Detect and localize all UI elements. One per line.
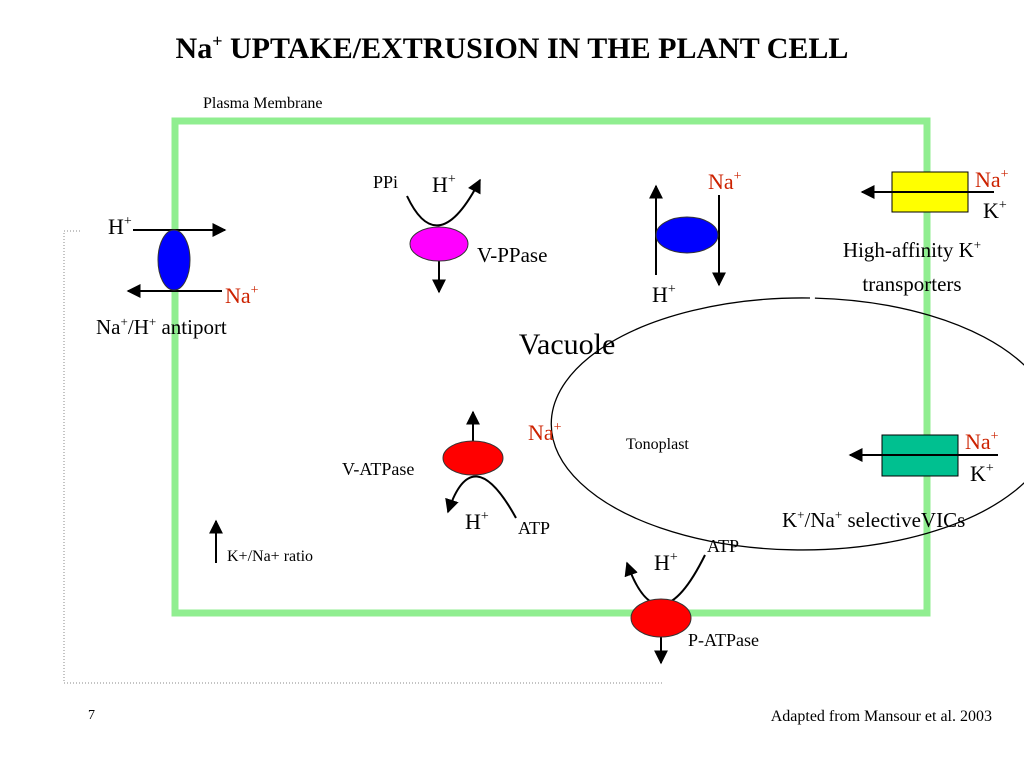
vacuole-label: Vacuole	[519, 328, 616, 361]
tonoplast-label: Tonoplast	[626, 436, 689, 453]
p-atpase-atp-label: ATP	[707, 536, 739, 556]
p-atpase: H+ ATP P-ATPase	[624, 536, 759, 665]
vics-na-label: Na+	[965, 429, 999, 454]
vacuolar-h-label: H+	[652, 282, 676, 307]
v-atpase: Na+ V-ATPase H+ ATP	[342, 410, 562, 538]
p-atpase-pump	[630, 598, 692, 638]
vacuolar-na-label: Na+	[708, 169, 742, 194]
plasma-membrane	[171, 117, 931, 617]
vacuolar-antiport-transporter	[655, 216, 719, 254]
v-atpase-h-label: H+	[465, 509, 489, 534]
v-atpase-na-label: Na+	[528, 420, 562, 445]
diagram-title: Na+ UPTAKE/EXTRUSION IN THE PLANT CELL	[176, 31, 849, 65]
plasma-membrane-label: Plasma Membrane	[203, 95, 323, 112]
vics-k-label: K+	[970, 461, 994, 486]
high-affinity-na-label: Na+	[975, 167, 1009, 192]
v-ppase-label: V-PPase	[477, 243, 547, 267]
high-affinity-k-transporter: Na+ K+ High-affinity K+ transporters	[843, 167, 1009, 296]
v-atpase-label: V-ATPase	[342, 459, 414, 479]
page-number: 7	[88, 708, 95, 723]
vics-label: K+/Na+ selectiveVICs	[782, 507, 965, 532]
na-h-antiport: H+ Na+ Na+/H+ antiport	[96, 214, 259, 339]
antiport-h-label: H+	[108, 214, 132, 239]
v-ppase-pump	[409, 226, 469, 262]
vacuolar-antiport: Na+ H+	[649, 169, 742, 307]
antiport-transporter	[157, 229, 191, 291]
high-affinity-label-line1: High-affinity K+	[843, 237, 981, 262]
high-affinity-k-label: K+	[983, 198, 1007, 223]
antiport-na-label: Na+	[225, 283, 259, 308]
vacuole-tonoplast	[550, 297, 1024, 551]
ratio-label: K+/Na+ ratio	[227, 548, 313, 565]
antiport-label: Na+/H+ antiport	[96, 314, 227, 339]
k-na-selective-vics: Na+ K+ K+/Na+ selectiveVICs	[782, 429, 999, 532]
p-atpase-h-label: H+	[654, 550, 678, 575]
credit-text: Adapted from Mansour et al. 2003	[771, 708, 992, 725]
v-ppase: PPi H+ V-PPase	[373, 172, 547, 294]
high-affinity-label-line2: transporters	[862, 272, 961, 296]
ratio-indicator: K+/Na+ ratio	[209, 519, 313, 565]
p-atpase-label: P-ATPase	[688, 630, 759, 650]
v-atpase-atp-label: ATP	[518, 518, 550, 538]
v-ppase-h-label: H+	[432, 172, 456, 197]
v-atpase-pump	[442, 440, 504, 476]
ppi-label: PPi	[373, 172, 398, 192]
